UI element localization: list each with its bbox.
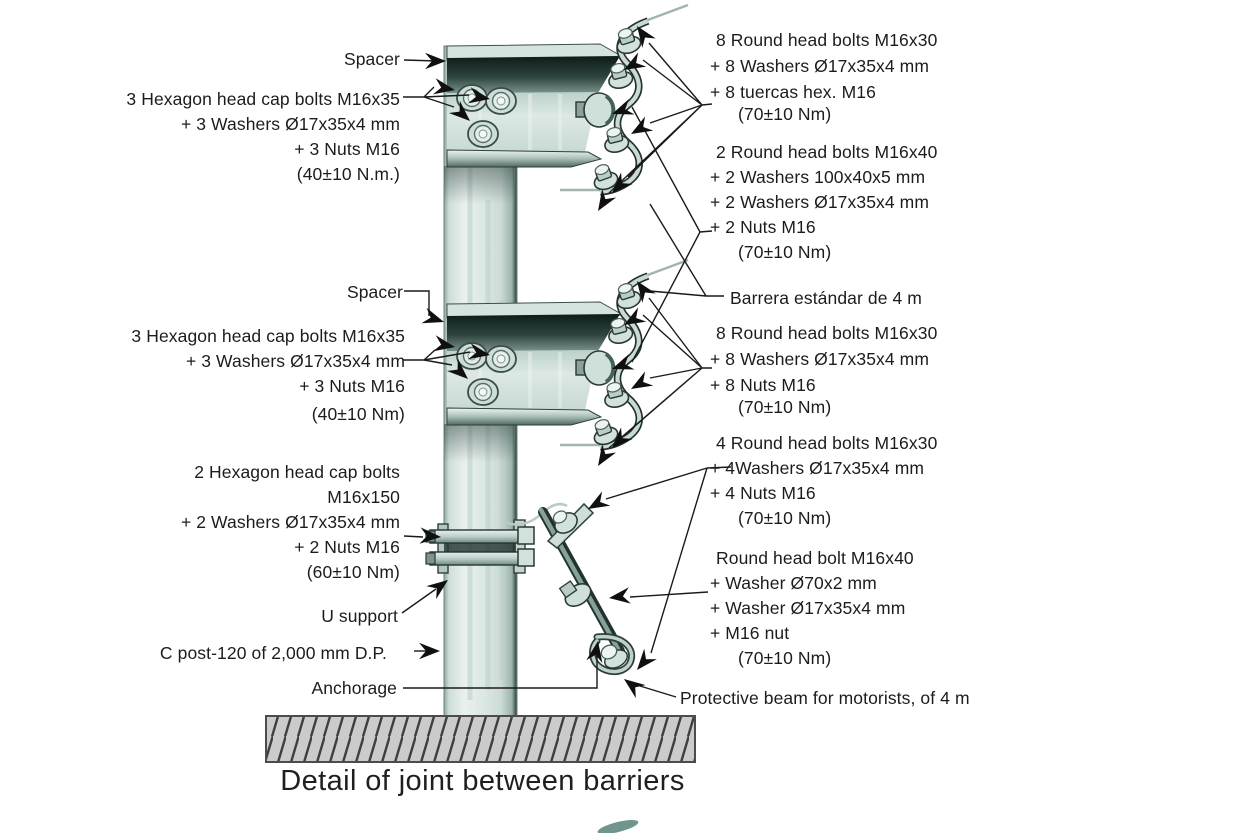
label-c-post: C post-120 of 2,000 mm D.P. (159, 643, 387, 663)
ground (265, 715, 696, 763)
label-hex-bolts-group-2: 3 Hexagon head cap bolts M16x35 + 3 Wash… (131, 326, 405, 424)
beam-bolt (600, 379, 632, 411)
label-protective-beam: Protective beam for motorists, of 4 m (680, 688, 970, 708)
label-u-support: U support (321, 606, 398, 626)
spacer-top-box (446, 43, 625, 168)
diagram-title: Detail of joint between barriers (280, 765, 685, 797)
label-round-bolts-group-e: 4 Round head bolts M16x30 + 4Washers Ø17… (710, 433, 938, 528)
beam-bolt (600, 124, 632, 156)
label-spacer-top: Spacer (343, 49, 400, 69)
label-hex-bolts-group-3: 2 Hexagon head cap bolts M16x150 + 2 Was… (180, 462, 400, 582)
dome-bolt (575, 350, 616, 386)
label-round-bolts-group-d: 8 Round head bolts M16x30 + 8 Washers Ø1… (710, 323, 938, 417)
label-standard-barrier: Barrera estándar de 4 m (730, 288, 922, 308)
post-shadow (444, 424, 514, 462)
arrow-icon (619, 672, 646, 699)
foot-bolt (600, 644, 628, 669)
label-round-bolts-group-b: 2 Round head bolts M16x40 + 2 Washers 10… (710, 142, 938, 262)
dome-bolt (575, 92, 616, 128)
label-round-bolts-group-a: 8 Round head bolts M16x30 + 8 Washers Ø1… (710, 30, 938, 124)
hex-bolt (485, 87, 517, 115)
bracket-bolt (552, 510, 578, 534)
arrow-icon (608, 587, 631, 607)
label-spacer-middle: Spacer (346, 282, 403, 302)
leader-lines (401, 42, 732, 698)
middle-bolt (558, 580, 592, 607)
hex-bolt (485, 345, 517, 373)
spacer-middle-box (446, 301, 625, 426)
hex-bolt (467, 120, 499, 148)
label-round-bolt-group-f: Round head bolt M16x40 + Washer Ø70x2 mm… (710, 548, 914, 668)
post-shadow (444, 166, 514, 204)
label-hex-bolts-group-1: 3 Hexagon head cap bolts M16x35 + 3 Wash… (126, 89, 400, 184)
arrow-icon (421, 307, 447, 330)
cutoff-graphic-sliver (597, 819, 639, 833)
label-anchorage: Anchorage (311, 678, 397, 698)
arrow-icon (626, 371, 654, 397)
hex-bolt (467, 378, 499, 406)
